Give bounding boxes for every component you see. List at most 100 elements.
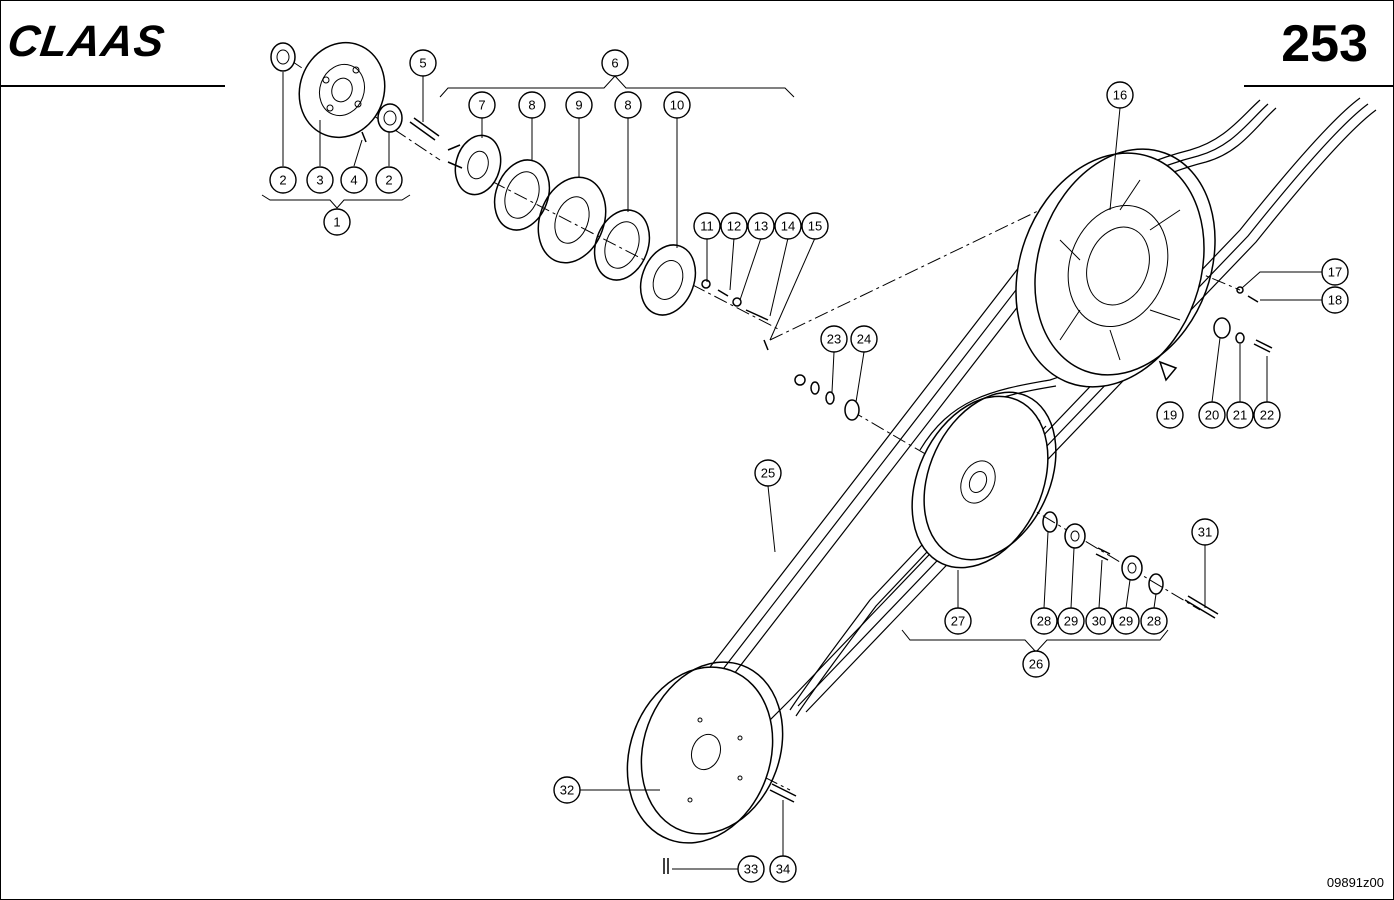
- svg-text:22: 22: [1260, 408, 1274, 423]
- svg-text:33: 33: [744, 862, 758, 877]
- svg-text:6: 6: [611, 56, 618, 71]
- svg-text:2: 2: [385, 173, 392, 188]
- svg-text:23: 23: [827, 332, 841, 347]
- bushing-2-right: [377, 103, 403, 133]
- callout-19: 19: [1156, 401, 1184, 429]
- washer-bolt-20-22: [1213, 317, 1273, 353]
- svg-text:30: 30: [1092, 614, 1106, 629]
- svg-text:19: 19: [1163, 408, 1177, 423]
- svg-text:27: 27: [951, 614, 965, 629]
- svg-text:2: 2: [279, 173, 286, 188]
- svg-text:34: 34: [776, 862, 790, 877]
- callout-17: 17: [1321, 258, 1349, 286]
- callout-5: 5: [409, 49, 437, 77]
- svg-text:28: 28: [1037, 614, 1051, 629]
- callout-8-left: 8: [518, 91, 546, 119]
- callout-11: 11: [693, 212, 721, 240]
- callout-21: 21: [1226, 401, 1254, 429]
- callout-31: 31: [1191, 518, 1219, 546]
- screw-33: [663, 858, 669, 874]
- svg-text:1: 1: [333, 215, 340, 230]
- svg-text:20: 20: [1205, 408, 1219, 423]
- svg-text:3: 3: [316, 173, 323, 188]
- drawing-id: 09891z00: [1326, 875, 1384, 890]
- svg-text:14: 14: [781, 219, 795, 234]
- svg-text:25: 25: [761, 466, 775, 481]
- callout-14: 14: [774, 212, 802, 240]
- leader-lines: [282, 72, 1323, 870]
- svg-text:26: 26: [1029, 657, 1043, 672]
- svg-text:16: 16: [1113, 88, 1127, 103]
- svg-text:11: 11: [700, 219, 714, 234]
- callout-6: 6: [601, 49, 629, 77]
- svg-text:18: 18: [1328, 293, 1342, 308]
- callout-3: 3: [306, 166, 334, 194]
- callout-27: 27: [944, 607, 972, 635]
- header-rule-left: [0, 85, 225, 87]
- svg-text:21: 21: [1233, 408, 1247, 423]
- svg-text:4: 4: [350, 173, 357, 188]
- svg-text:8: 8: [624, 98, 631, 113]
- callout-13: 13: [747, 212, 775, 240]
- callout-24: 24: [850, 325, 878, 353]
- lower-pulley-32: [626, 661, 784, 844]
- pressure-plate-9: [537, 176, 607, 264]
- callout-15: 15: [801, 212, 829, 240]
- grease-nipple-4: [361, 131, 367, 143]
- svg-text:17: 17: [1328, 265, 1342, 280]
- callout-29-right: 29: [1112, 607, 1140, 635]
- callout-28-right: 28: [1140, 607, 1168, 635]
- callout-20: 20: [1198, 401, 1226, 429]
- callout-26: 26: [1022, 650, 1050, 678]
- friction-disc-8-right: [593, 209, 651, 281]
- tension-hardware-23-24: [794, 374, 860, 421]
- page-number: 253: [1281, 15, 1368, 73]
- callout-28-left: 28: [1030, 607, 1058, 635]
- svg-text:10: 10: [670, 98, 684, 113]
- callout-1: 1: [323, 208, 351, 236]
- svg-text:5: 5: [419, 56, 426, 71]
- group-bracket-1: [261, 194, 411, 209]
- small-hardware-11-15: [701, 279, 769, 351]
- callout-22: 22: [1253, 401, 1281, 429]
- svg-text:29: 29: [1064, 614, 1078, 629]
- svg-text:9: 9: [575, 98, 582, 113]
- header-rule-right: [1244, 85, 1394, 87]
- callout-7: 7: [468, 91, 496, 119]
- hub-flange-3: [298, 41, 386, 139]
- bolt-hardware-17-18: [1236, 286, 1259, 303]
- bushing-2-left: [270, 42, 296, 72]
- svg-text:24: 24: [857, 332, 871, 347]
- callout-32: 32: [553, 776, 581, 804]
- callout-18: 18: [1321, 286, 1349, 314]
- friction-disc-8-left: [493, 159, 551, 231]
- callout-8-right: 8: [614, 91, 642, 119]
- callout-4: 4: [340, 166, 368, 194]
- svg-text:7: 7: [478, 98, 485, 113]
- bearing-set-28-31: [1042, 511, 1219, 619]
- spring-housing-10: [639, 244, 697, 316]
- large-pulley-16: [1015, 148, 1216, 388]
- key-34: [769, 783, 797, 803]
- callout-25: 25: [754, 459, 782, 487]
- hub-7: [447, 134, 502, 196]
- callout-9: 9: [565, 91, 593, 119]
- callout-16: 16: [1106, 81, 1134, 109]
- callout-23: 23: [820, 325, 848, 353]
- callout-34: 34: [769, 855, 797, 883]
- callout-2-right: 2: [375, 166, 403, 194]
- callout-10: 10: [663, 91, 691, 119]
- group-bracket-6: [439, 75, 795, 98]
- svg-text:28: 28: [1147, 614, 1161, 629]
- callout-30: 30: [1085, 607, 1113, 635]
- idler-pulley-27: [911, 391, 1057, 569]
- svg-text:32: 32: [560, 783, 574, 798]
- svg-text:29: 29: [1119, 614, 1133, 629]
- callout-33: 33: [737, 855, 765, 883]
- callout-29-left: 29: [1057, 607, 1085, 635]
- svg-text:12: 12: [727, 219, 741, 234]
- svg-text:13: 13: [754, 219, 768, 234]
- svg-text:8: 8: [528, 98, 535, 113]
- callout-2-left: 2: [269, 166, 297, 194]
